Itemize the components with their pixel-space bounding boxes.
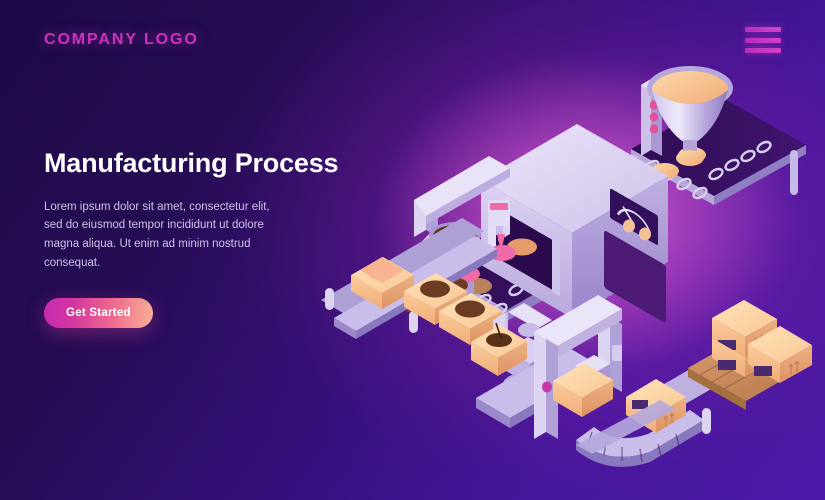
oven-control-panel[interactable] — [604, 230, 666, 324]
icing-stream — [497, 234, 505, 250]
packing-robot-arm-upper — [508, 303, 552, 329]
page-title: Manufacturing Process — [44, 148, 339, 178]
dough-drop — [676, 150, 704, 166]
gantry-indicator-light[interactable] — [542, 381, 552, 393]
gantry-crossbeam-side — [558, 309, 622, 357]
get-started-button[interactable]: Get Started — [44, 298, 153, 329]
company-logo[interactable]: COMPANY LOGO — [44, 31, 199, 48]
funnel-dough-fill — [652, 71, 728, 109]
box-label — [718, 360, 736, 370]
oven-door-edge-right — [552, 237, 560, 296]
lower-gantry-conveyor — [476, 295, 704, 467]
hamburger-bar-3 — [745, 48, 781, 53]
hero-section: Manufacturing Process Lorem ipsum dolor … — [44, 148, 344, 329]
hopper-belt-side-right — [714, 145, 806, 205]
boxing-conveyor-station — [321, 218, 502, 345]
stacked-box-right — [748, 326, 812, 383]
icing-gantry-beam — [414, 156, 510, 216]
oven-knob-right[interactable] — [639, 227, 651, 241]
funnel-spout — [683, 140, 697, 152]
lower-return-rail — [576, 400, 676, 454]
lower-belt-edge-left — [476, 398, 510, 428]
icing-nozzle — [496, 226, 503, 235]
box-label — [632, 400, 648, 409]
pallet-stacking-station — [626, 300, 812, 434]
curved-conveyor-slats — [587, 431, 680, 463]
hamburger-bar-1 — [745, 27, 781, 32]
hamburger-menu-icon[interactable] — [745, 27, 781, 53]
icing-gantry-beam-side — [426, 168, 510, 225]
pallet-rail-post — [702, 408, 711, 434]
site-header: COMPANY LOGO — [0, 0, 825, 80]
product-box — [351, 257, 414, 309]
product-box — [439, 293, 502, 345]
wooden-pallet-edge — [688, 368, 746, 410]
dough-hopper-station — [630, 66, 806, 205]
hopper-button-3[interactable] — [649, 124, 659, 134]
icing-level-indicator — [490, 203, 508, 210]
hopper-control-buttons[interactable] — [649, 100, 659, 134]
oven-knob-left[interactable] — [623, 219, 635, 233]
scanner-sensor — [612, 345, 622, 361]
left-conveyor-post-a — [325, 288, 334, 310]
box-label — [718, 340, 736, 350]
oven-top-face — [481, 124, 668, 233]
left-conveyor-post-b — [409, 311, 418, 333]
gauge-arc — [617, 208, 651, 234]
left-conveyor-surface — [334, 236, 497, 331]
travelling-box — [626, 379, 686, 433]
hopper-button-2[interactable] — [649, 112, 659, 122]
hopper-belt-rollers — [644, 140, 772, 200]
gantry-post-left-side — [546, 325, 558, 439]
open-box-with-product — [471, 322, 527, 376]
hamburger-bar-2 — [745, 37, 781, 43]
hopper-control-post — [641, 79, 651, 156]
gantry-post-left — [534, 325, 546, 439]
funnel-cone — [652, 90, 728, 143]
fragile-arrows — [788, 360, 800, 375]
hopper-belt-leg-right — [790, 150, 798, 195]
fragile-arrows — [663, 412, 675, 426]
hero-paragraph: Lorem ipsum dolor sit amet, consectetur … — [44, 200, 270, 269]
left-conveyor-edge — [334, 318, 356, 339]
packed-box — [553, 363, 613, 417]
gantry-crossbeam — [534, 295, 622, 346]
product-box — [404, 273, 467, 325]
box-label — [754, 366, 772, 376]
